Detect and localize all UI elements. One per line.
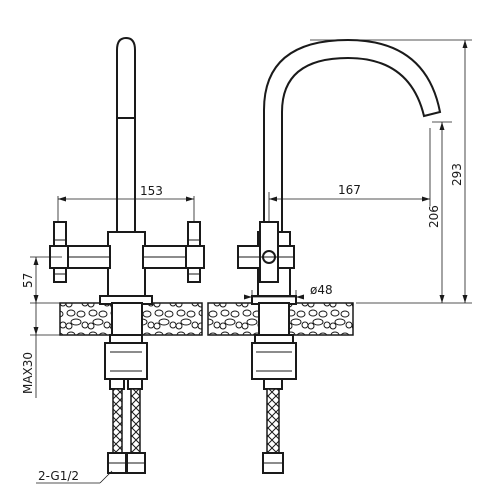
braided-hose-left xyxy=(112,388,123,454)
spout-swan-neck xyxy=(263,38,442,232)
dim-label-max30: MAX30 xyxy=(21,352,35,394)
dim-label-293: 293 xyxy=(450,163,464,186)
side-view: 167 206 293 ø48 xyxy=(207,38,472,474)
braided-hose-right xyxy=(130,388,141,454)
lock-nut-front xyxy=(104,342,148,380)
dim-label-153: 153 xyxy=(140,184,163,198)
cross-handle-side xyxy=(237,221,295,283)
braided-hose-side xyxy=(266,388,280,454)
faucet-body-front xyxy=(107,231,146,301)
cross-handle-right xyxy=(185,221,205,283)
front-view: 153 57 MAX30 2-G1/2 xyxy=(21,36,205,484)
dim-label-diameter: ø48 xyxy=(310,283,333,297)
connection-label: 2-G1/2 xyxy=(38,469,79,483)
cross-handle-left xyxy=(49,221,69,283)
spout-tube-front xyxy=(116,36,136,232)
dim-label-167: 167 xyxy=(338,183,361,197)
lock-nut-side xyxy=(251,342,297,380)
dim-label-206: 206 xyxy=(427,205,441,228)
dim-label-57: 57 xyxy=(21,273,35,288)
